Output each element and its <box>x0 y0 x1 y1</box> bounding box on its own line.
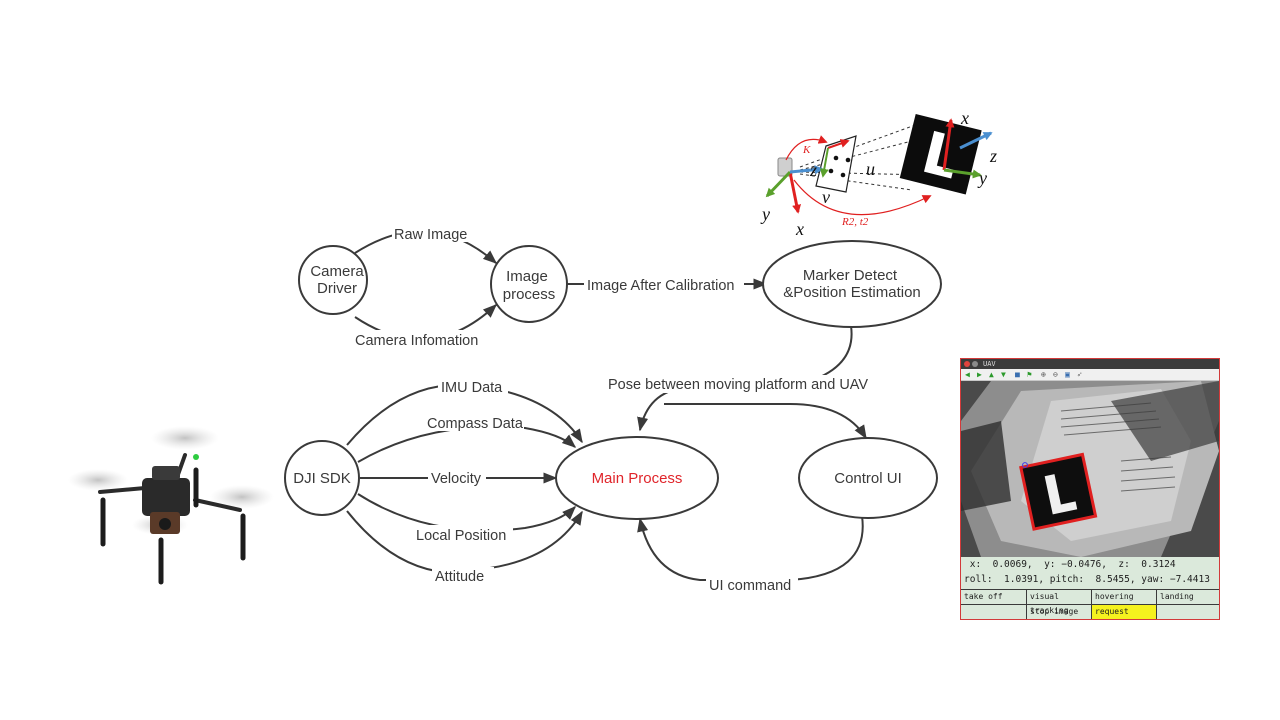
v-label: v <box>822 187 830 207</box>
r2-t2-label: R2, t2 <box>841 216 869 228</box>
edge-labels: Raw Image Camera Infomation Image After … <box>352 224 884 594</box>
quadcopter-drone-image <box>68 426 274 585</box>
edge-compass-data <box>357 425 577 463</box>
marker-z-label: z <box>989 146 997 166</box>
hovering-button[interactable]: hovering <box>1091 589 1156 604</box>
empty-button-slot <box>961 604 1026 619</box>
l-marker-icon <box>899 113 982 195</box>
camera-driver-label-line1: Camera <box>310 263 364 280</box>
edge-pose-to-ui <box>664 403 867 440</box>
edge-ui-command <box>637 515 864 581</box>
uav-command-buttons: take off visual tracking hovering landin… <box>961 589 1219 619</box>
node-control-ui <box>798 437 938 519</box>
camera-feed-image <box>961 381 1219 557</box>
label-velocity: Velocity <box>431 471 482 487</box>
image-process-label-line2: process <box>503 286 556 303</box>
node-camera-driver <box>298 245 368 315</box>
pose-readout: x: 0.0069, y: −0.0476, z: 0.3124 roll: 1… <box>964 557 1210 587</box>
visual-tracking-button[interactable]: visual tracking <box>1026 589 1091 615</box>
label-imu-data: IMU Data <box>441 380 503 396</box>
uav-toolbar: ◀ ▶ ▲ ▼ ■ ⚑ ⊕ ⊖ ▣ ➶ <box>961 369 1219 381</box>
detected-marker <box>1019 452 1098 531</box>
label-local-position: Local Position <box>416 528 506 544</box>
request-image-button[interactable]: request image <box>1091 604 1156 619</box>
camera-driver-label-line2: Driver <box>317 280 357 297</box>
node-dji-sdk <box>284 440 360 516</box>
control-ui-label: Control UI <box>834 470 902 487</box>
k-label: K <box>802 144 811 156</box>
u-label: u <box>866 159 875 179</box>
label-compass-data: Compass Data <box>427 416 524 432</box>
uav-titlebar: UAV <box>961 359 1219 369</box>
dji-sdk-label: DJI SDK <box>293 470 351 487</box>
close-window-icon[interactable] <box>964 361 970 367</box>
zoom-out-icon[interactable]: ⊖ <box>1053 370 1058 379</box>
node-image-process <box>490 245 568 323</box>
save-icon[interactable]: ▣ <box>1065 370 1070 379</box>
main-process-label: Main Process <box>592 470 683 487</box>
minimize-window-icon[interactable] <box>972 361 978 367</box>
flag-icon[interactable]: ⚑ <box>1027 370 1032 379</box>
camera-x-label: x <box>795 219 804 239</box>
down-arrow-icon[interactable]: ▼ <box>1001 370 1006 379</box>
marker-detect-label-line2: &Position Estimation <box>783 284 921 301</box>
position-readout: x: 0.0069, y: −0.0476, z: 0.3124 <box>964 559 1176 570</box>
marker-x-label: x <box>960 108 969 128</box>
zoom-in-icon[interactable]: ⊕ <box>1041 370 1046 379</box>
take-off-button[interactable]: take off <box>961 589 1026 604</box>
up-arrow-icon[interactable]: ▲ <box>989 370 994 379</box>
label-camera-information: Camera Infomation <box>355 333 478 349</box>
empty-button-slot-2 <box>1156 604 1219 619</box>
marker-detect-label-line1: Marker Detect <box>803 267 898 284</box>
stop-image-button[interactable]: stop image <box>1026 604 1091 619</box>
camera-z-label: z <box>809 160 817 180</box>
forward-arrow-icon[interactable]: ▶ <box>977 370 982 379</box>
cursor-icon[interactable]: ➶ <box>1077 370 1082 379</box>
node-marker-detect <box>762 240 942 328</box>
label-ui-command: UI command <box>709 578 791 594</box>
label-pose: Pose between moving platform and UAV <box>608 377 868 393</box>
label-image-after-calibration: Image After Calibration <box>587 278 735 294</box>
label-attitude: Attitude <box>435 569 484 585</box>
coordinate-frames-diagram: x z y y x z u v K R2, t2 <box>760 108 997 239</box>
uav-control-window: UAV ◀ ▶ ▲ ▼ ■ ⚑ ⊕ ⊖ ▣ ➶ x: 0.006 <box>960 358 1220 620</box>
image-icon[interactable]: ■ <box>1015 370 1020 379</box>
landing-button[interactable]: landing <box>1156 589 1219 604</box>
marker-y-label: y <box>977 168 987 188</box>
back-arrow-icon[interactable]: ◀ <box>965 370 970 379</box>
camera-y-label: y <box>760 204 770 224</box>
attitude-readout: roll: 1.0391, pitch: 8.5455, yaw: −7.441… <box>964 574 1210 585</box>
label-raw-image: Raw Image <box>394 227 467 243</box>
node-main-process <box>555 436 719 520</box>
image-process-label-line1: Image <box>506 268 548 285</box>
uav-window-title: UAV <box>983 360 996 368</box>
